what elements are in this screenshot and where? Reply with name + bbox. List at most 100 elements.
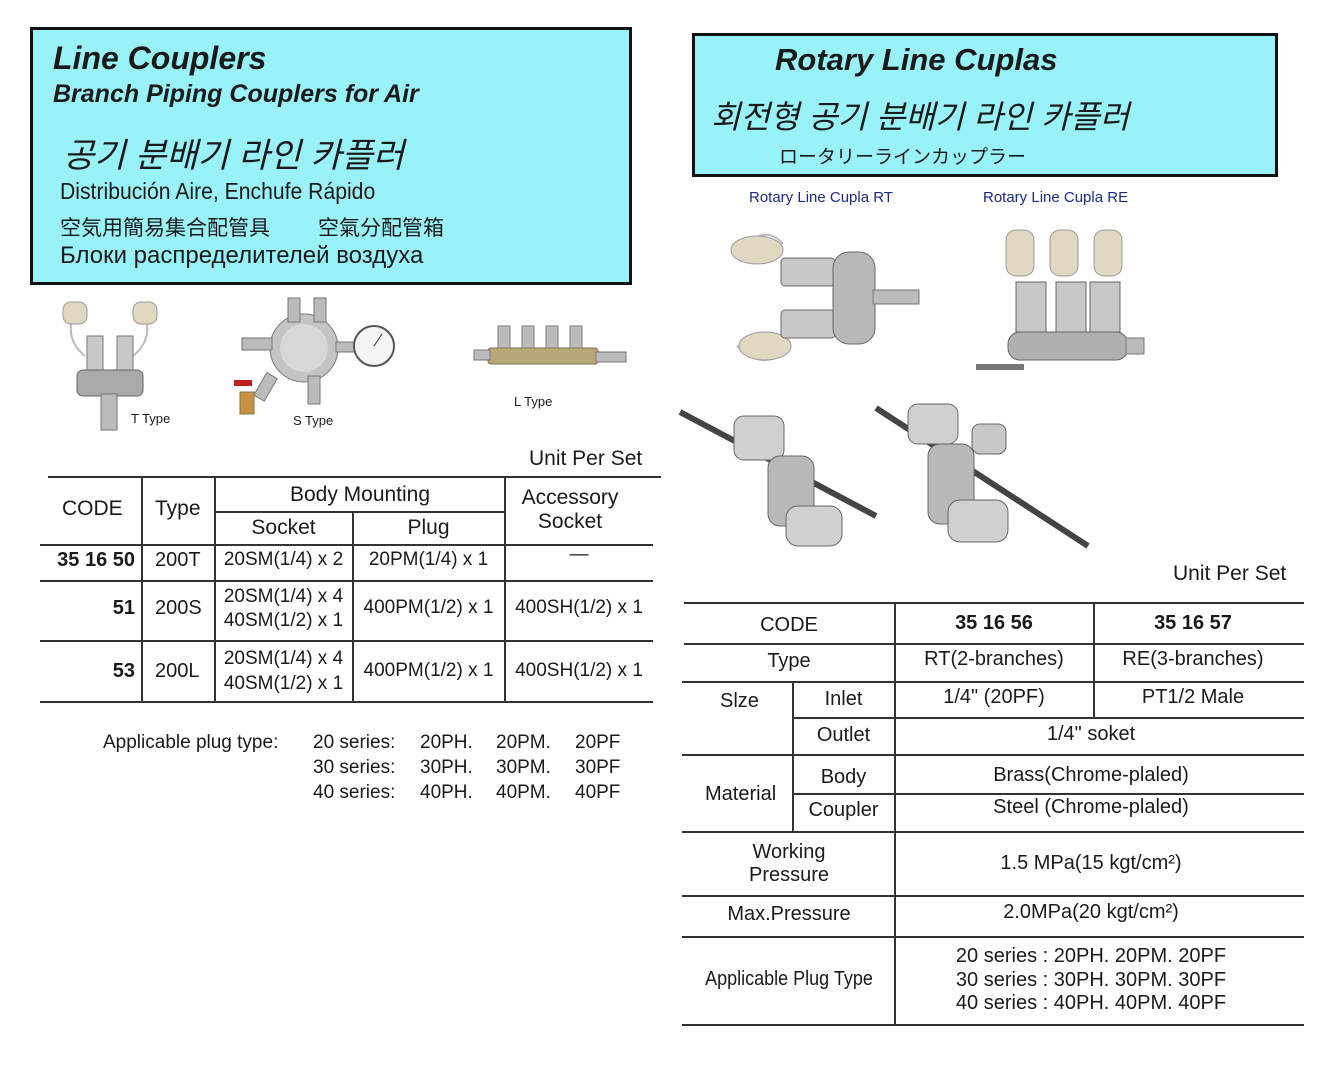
applicable-series-c: 30PF [575, 757, 621, 778]
table-row-accessory: 400SH(1/2) x 1 [515, 660, 643, 681]
rule [682, 895, 1304, 897]
right-plug-label: Applicable Plug Type [705, 968, 873, 990]
applicable-series-b: 20PM. [496, 732, 551, 753]
installation-photo [678, 403, 1090, 549]
header-socket: Socket [251, 516, 316, 539]
rule [684, 643, 1304, 645]
table-row-code: 51 [112, 597, 135, 619]
right-max-label: Max.Pressure [727, 903, 851, 925]
applicable-series-a: 40PH. [420, 782, 473, 803]
applicable-series-a: 20PH. [420, 732, 473, 753]
rule [40, 580, 653, 582]
rule [40, 701, 653, 703]
right-coupler-label: Coupler [808, 799, 879, 821]
header-body-mounting: Body Mounting [289, 483, 431, 506]
right-outlet-label: Outlet [816, 724, 871, 746]
rule [792, 717, 1304, 719]
right-inlet-label: Inlet [824, 688, 863, 710]
left-japanese-title-1: 空気用簡易集合配管具 [60, 217, 270, 240]
right-type-2: RE(3-branches) [1122, 648, 1264, 670]
right-plug-1: 20 series : 20PH. 20PM. 20PF [955, 945, 1227, 967]
applicable-label: Applicable plug type: [103, 732, 279, 753]
rule [214, 476, 216, 701]
right-type-1: RT(2-branches) [924, 648, 1064, 670]
rule [682, 831, 1304, 833]
applicable-series-name: 30 series: [313, 757, 396, 778]
table-row-accessory: — [569, 544, 589, 565]
rule [682, 936, 1304, 938]
right-inlet-2: PT1/2 Male [1141, 686, 1245, 708]
table-row-socket-2: 40SM(1/2) x 1 [223, 610, 344, 631]
table-row-type: 200S [155, 597, 202, 619]
table-row-type: 200L [155, 660, 200, 682]
rule [1093, 602, 1095, 717]
table-row-plug: 400PM(1/2) x 1 [363, 660, 494, 681]
rule [40, 544, 653, 546]
table-row-accessory: 400SH(1/2) x 1 [515, 597, 643, 618]
rt-photo [730, 233, 920, 361]
left-korean-title: 공기 분배기 라인 카플러 [63, 137, 405, 175]
rule [792, 681, 794, 831]
table-row-plug: 20PM(1/4) x 1 [368, 549, 489, 570]
applicable-series-c: 40PF [575, 782, 621, 803]
right-korean-title: 회전형 공기 분배기 라인 카플러 [711, 99, 1130, 135]
l-type-caption: L Type [514, 394, 553, 409]
rule [894, 602, 896, 1024]
left-title-box: Line Couplers Branch Piping Couplers for… [30, 27, 632, 285]
rule [682, 1024, 1304, 1026]
l-type-photo [473, 325, 627, 365]
table-row-socket: 20SM(1/4) x 2 [223, 549, 344, 570]
left-unit-note: Unit Per Set [529, 447, 643, 470]
right-code-2: 35 16 57 [1154, 612, 1232, 634]
right-coupler: Steel (Chrome-plaled) [993, 796, 1189, 818]
right-code-1: 35 16 56 [955, 612, 1033, 634]
rule [48, 476, 661, 478]
re-caption: Rotary Line Cupla RE [983, 189, 1129, 206]
table-row-code: 53 [112, 660, 135, 682]
right-body: Brass(Chrome-plaled) [993, 764, 1189, 786]
right-material-label: Material [705, 783, 777, 805]
header-type: Type [155, 497, 201, 520]
table-row-socket: 20SM(1/4) x 4 [223, 648, 344, 669]
applicable-series-b: 30PM. [496, 757, 551, 778]
table-row-code: 35 16 50 [57, 549, 135, 571]
right-type-label: Type [767, 650, 811, 672]
right-title: Rotary Line Cuplas [775, 42, 1058, 77]
table-row-socket-2: 40SM(1/2) x 1 [223, 673, 344, 694]
header-code: CODE [62, 497, 123, 520]
right-working-value: 1.5 MPa(15 kgt/cm²) [1000, 852, 1182, 874]
left-russian-title: Блоки распределителей воздуха [60, 242, 424, 269]
applicable-series-name: 20 series: [313, 732, 396, 753]
header-plug: Plug [407, 516, 450, 539]
table-row-socket: 20SM(1/4) x 4 [223, 586, 344, 607]
re-photo [976, 229, 1145, 370]
right-max-value: 2.0MPa(20 kgt/cm²) [1003, 901, 1179, 923]
applicable-series-b: 40PM. [496, 782, 551, 803]
right-size-label: Slze [720, 690, 759, 712]
t-type-photo [62, 301, 158, 431]
right-unit-note: Unit Per Set [1173, 562, 1287, 585]
applicable-series-c: 20PF [575, 732, 621, 753]
table-row-type: 200T [155, 549, 201, 571]
rule [682, 681, 1304, 683]
right-title-box: Rotary Line Cuplas 회전형 공기 분배기 라인 카플러 ロータ… [692, 33, 1278, 177]
rule [682, 754, 1304, 756]
rule [40, 640, 653, 642]
s-type-photo [234, 297, 395, 415]
header-accessory-socket: Socket [537, 510, 603, 533]
right-body-label: Body [820, 766, 867, 788]
table-row-plug: 400PM(1/2) x 1 [363, 597, 494, 618]
rule [215, 511, 505, 513]
rule [684, 602, 1304, 604]
right-outlet: 1/4" soket [1046, 723, 1136, 745]
header-accessory: Accessory [521, 486, 619, 509]
rule [141, 476, 143, 701]
applicable-series-name: 40 series: [313, 782, 396, 803]
right-working-label-2: Pressure [748, 864, 830, 886]
left-spanish-title: Distribución Aire, Enchufe Rápido [60, 178, 376, 204]
rule [352, 511, 354, 701]
right-plug-2: 30 series : 30PH. 30PM. 30PF [955, 969, 1227, 991]
left-japanese-title-2: 空氣分配管箱 [318, 217, 444, 240]
rule [792, 793, 1304, 795]
right-working-label: Working [752, 841, 826, 863]
